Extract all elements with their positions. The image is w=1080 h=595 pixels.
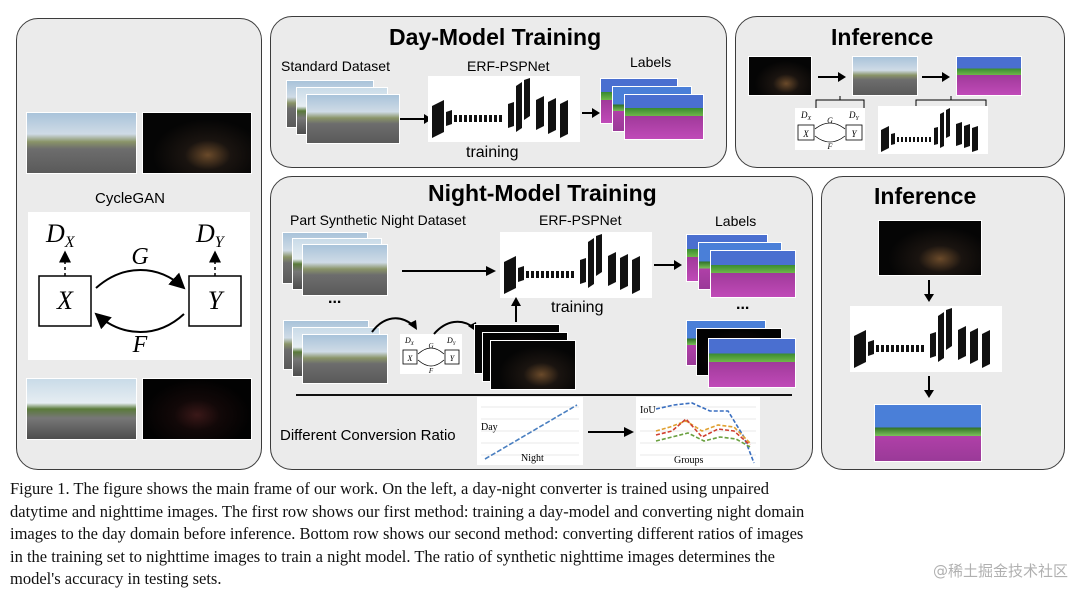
- caption-line: Figure 1. The figure shows the main fram…: [10, 478, 1060, 501]
- svg-text:X: X: [802, 129, 809, 139]
- iou-chart-x-label: Groups: [674, 455, 704, 466]
- night-arrow-main: [402, 264, 498, 278]
- day-arrow-2: [582, 106, 602, 120]
- day-label-stack-3: [624, 94, 704, 140]
- svg-text:F: F: [428, 367, 434, 374]
- inference-bottom-arrow-2: [922, 376, 936, 400]
- iou-chart-svg: IoU Groups: [636, 397, 760, 467]
- svg-text:DX: DX: [404, 336, 415, 347]
- night-arrow-to-labels: [654, 258, 684, 272]
- inference-top-seg-photo: [956, 56, 1022, 96]
- night-network-diagram: [500, 232, 652, 298]
- night-photo-top: [142, 112, 252, 174]
- svg-text:G: G: [428, 342, 433, 350]
- inference-top-arrow-2: [922, 70, 952, 84]
- conversion-ratio-label: Different Conversion Ratio: [280, 427, 456, 444]
- cyclegan-title: CycleGAN: [95, 190, 165, 207]
- night-model-title: Night-Model Training: [428, 180, 657, 207]
- caption-line: model's accuracy in testing sets.: [10, 568, 1060, 591]
- inference-top-network: [878, 106, 988, 154]
- caption-line: images to the day domain before inferenc…: [10, 523, 1060, 546]
- day-net-label: ERF-PSPNet: [467, 58, 549, 74]
- day-dataset-stack-3: [306, 94, 400, 144]
- ratio-chart: Day Night: [477, 397, 583, 465]
- night-dataset-label: Part Synthetic Night Dataset: [290, 212, 466, 228]
- inference-top-arrow-1: [818, 70, 848, 84]
- ratio-chart-svg: Day Night: [477, 397, 583, 465]
- night-label-stack-3: [710, 250, 796, 298]
- inference-top-night-photo: [748, 56, 812, 96]
- inference-bottom-arrow-1: [922, 280, 936, 304]
- caption-line: in the training set to nighttime images …: [10, 546, 1060, 569]
- night-ellipsis-left: ...: [328, 290, 341, 308]
- night-photo-bottom: [142, 378, 252, 440]
- cyclegan-diagram-svg: DX DY X Y G F: [28, 212, 250, 360]
- night-labels-label: Labels: [715, 213, 756, 229]
- iou-chart: IoU Groups: [636, 397, 760, 467]
- night-training-label: training: [551, 299, 603, 317]
- dy-label: DY: [195, 219, 226, 251]
- inference-top-mini-cyclegan-svg: DX DY X Y G F: [795, 108, 865, 150]
- day-photo-top: [26, 112, 137, 174]
- inference-top-mini-cyclegan: DX DY X Y G F: [795, 108, 865, 150]
- night-arrow-up: [509, 296, 523, 322]
- night-source-stack-3: [302, 334, 388, 384]
- night-divider: [296, 394, 792, 396]
- inference-bottom-seg-photo: [874, 404, 982, 462]
- night-dataset-stack-3: [302, 244, 388, 296]
- day-photo-bottom: [26, 378, 137, 440]
- f-label: F: [132, 332, 148, 358]
- caption-line: datytime and nighttime images. The first…: [10, 501, 1060, 524]
- night-synth-stack-3: [490, 340, 576, 390]
- ratio-chart-x-label: Night: [521, 453, 544, 464]
- inference-bottom-network: [850, 306, 1002, 372]
- day-network-svg: [428, 76, 580, 142]
- svg-text:DY: DY: [848, 110, 860, 122]
- g-label: G: [131, 244, 148, 270]
- figure-caption: Figure 1. The figure shows the main fram…: [10, 478, 1060, 591]
- dx-label: DX: [45, 219, 76, 251]
- day-model-title: Day-Model Training: [389, 24, 601, 51]
- inference-bottom-night-photo: [878, 220, 982, 276]
- day-labels-label: Labels: [630, 54, 671, 70]
- night-label-stack-6: [708, 338, 796, 388]
- ratio-chart-y-label: Day: [481, 422, 498, 433]
- inference-bottom-title: Inference: [874, 183, 976, 210]
- y-node-label: Y: [208, 286, 225, 315]
- night-net-label: ERF-PSPNet: [539, 212, 621, 228]
- iou-chart-y-label: IoU: [640, 405, 656, 416]
- cyclegan-diagram: DX DY X Y G F: [28, 212, 250, 360]
- day-training-label: training: [466, 144, 518, 162]
- svg-text:F: F: [827, 142, 833, 150]
- inference-top-title: Inference: [831, 24, 933, 51]
- svg-text:G: G: [827, 116, 833, 125]
- watermark: @稀土掘金技术社区: [933, 560, 1068, 581]
- night-network-svg: [500, 232, 652, 298]
- night-ellipsis-right: ...: [736, 296, 749, 314]
- day-dataset-label: Standard Dataset: [281, 58, 390, 74]
- x-node-label: X: [56, 286, 74, 315]
- conversion-arrow: [588, 425, 636, 439]
- day-network-diagram: [428, 76, 580, 142]
- svg-text:DX: DX: [800, 110, 812, 122]
- inference-top-day-photo: [852, 56, 918, 96]
